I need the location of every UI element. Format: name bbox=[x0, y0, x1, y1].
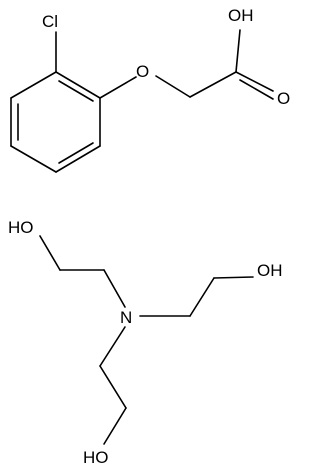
c-oh-bond bbox=[39, 235, 61, 271]
structure-diagram: Cl O OH O N HO OH HO bbox=[8, 6, 290, 467]
c-c-bond bbox=[189, 277, 215, 317]
o-ch2-bond bbox=[155, 75, 191, 98]
c-c-bond bbox=[99, 365, 127, 409]
ring-bond bbox=[10, 71, 57, 99]
c-oh-bond bbox=[103, 407, 127, 445]
acid-hydroxyl-label: OH bbox=[228, 6, 254, 25]
chlorophenoxyacetic-acid-structure: Cl O OH O bbox=[10, 6, 290, 173]
triethanolamine-structure: N HO OH HO bbox=[8, 218, 283, 467]
c-oh-bond bbox=[235, 29, 241, 73]
ether-oxygen-label: O bbox=[136, 62, 149, 81]
ring-double-bond bbox=[58, 80, 94, 102]
c-o-double-bond bbox=[235, 71, 274, 92]
hydroxyl-label-2: OH bbox=[257, 261, 283, 280]
c-oh-bond bbox=[213, 276, 254, 279]
c-o-bond bbox=[99, 76, 137, 99]
ch2-c-bond bbox=[189, 71, 237, 98]
n-c-bond bbox=[103, 269, 126, 308]
ring-double-bond bbox=[58, 142, 94, 164]
chlorine-label: Cl bbox=[42, 12, 58, 31]
n-c-bond bbox=[99, 326, 126, 367]
carbonyl-oxygen-label: O bbox=[277, 89, 290, 108]
ring-bond bbox=[55, 71, 101, 99]
ring-bond bbox=[10, 145, 57, 173]
nitrogen-label: N bbox=[120, 308, 132, 327]
hydroxyl-label-3: HO bbox=[83, 448, 109, 467]
hydroxyl-label-1: HO bbox=[8, 218, 34, 237]
ring-bond bbox=[55, 145, 101, 173]
c-o-double-bond bbox=[239, 79, 274, 100]
